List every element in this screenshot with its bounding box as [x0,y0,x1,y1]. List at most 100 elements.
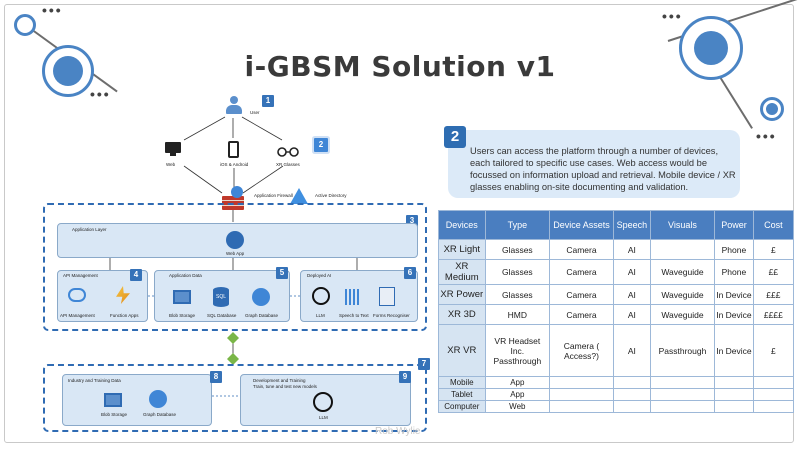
table-cell: AI [612,284,651,305]
client-web-label: Web [166,162,176,167]
table-cell: In Device [714,324,754,377]
api-cloud-icon [68,288,86,302]
table-cell [649,388,716,401]
active-directory-icon [290,188,308,204]
badge-4: 4 [130,269,142,281]
device-name-cell: Computer [438,400,486,413]
callout-number: 2 [444,126,466,148]
table-cell [549,388,614,401]
api-management-item-1: API Management [60,313,95,318]
table-cell: Waveguide [649,304,716,325]
web-app-label: Web App [226,251,245,256]
table-header: Power [714,210,754,240]
application-data-box: Application Data Blob Storage SQL SQL Da… [154,270,290,322]
industry-data-box: Industry and Training Data Blob Storage … [62,374,212,426]
table-cell: Waveguide [649,284,716,305]
decor-ring [760,97,784,121]
decor-disc [766,103,778,115]
lower-region [43,364,427,432]
table-cell [612,400,651,413]
llm-icon [312,287,330,305]
author-watermark: Rob Wylie [375,426,421,437]
gateway-diamond [227,332,239,344]
decor-dots: ••• [42,2,63,18]
page-title: i-GBSM Solution v1 [244,50,556,83]
deployed-ai-item-1: LLM [316,313,325,318]
decor-disc [694,31,728,65]
active-directory-label: Active Directory [315,193,347,198]
table-cell: AI [612,239,651,260]
dev-training-box: Development and Training Train, tune and… [240,374,411,426]
table-cell: AI [612,259,651,285]
table-cell: Waveguide [649,259,716,285]
api-management-item-2: Function Apps [110,313,139,318]
decor-dots: ••• [90,86,111,102]
table-cell: ££ [752,259,795,285]
table-cell: Glasses [484,239,551,260]
device-name-cell: XR 3D [438,304,486,325]
table-cell: Web [484,400,551,413]
glasses-icon [276,144,300,157]
badge-7: 7 [418,358,430,370]
client-glasses-label: XR Glasses [276,162,300,167]
graph-database-icon [149,390,167,408]
dev-training-title: Development and Training [253,378,306,383]
decor-dots: ••• [756,128,777,144]
application-data-title: Application Data [169,273,202,278]
table-cell [612,376,651,389]
application-layer-title: Application Layer [72,227,107,232]
table-cell: £ [752,324,795,377]
table-cell [714,376,754,389]
deployed-ai-item-3: Forms Recogniser [373,313,410,318]
device-name-cell: XR Light [438,239,486,260]
table-cell [612,388,651,401]
application-data-item-1: Blob Storage [169,313,196,318]
table-cell [752,376,795,389]
user-icon [226,96,242,116]
dev-training-subtitle: Train, tune and test new models [253,384,317,389]
table-cell: ££££ [752,304,795,325]
table-header: Device Assets [549,210,614,240]
table-cell: App [484,388,551,401]
dev-training-item-1: LLM [319,415,328,420]
decor-dots: ••• [662,8,683,24]
callout-box [448,130,740,198]
deployed-ai-box: Deployed AI LLM Speech to Text Forms Rec… [300,270,418,322]
sql-database-icon: SQL [213,287,229,307]
device-name-cell: XR Power [438,284,486,305]
table-cell: Passthrough [649,324,716,377]
user-label: User [250,110,260,115]
table-cell: VR Headset Inc. Passthrough [484,324,551,377]
table-cell: £ [752,239,795,260]
table-cell [714,388,754,401]
table-cell [752,388,795,401]
badge-2: 2 [314,138,328,152]
table-cell: Phone [714,239,754,260]
api-management-title: API Management [63,273,98,278]
table-cell: AI [612,304,651,325]
table-header: Cost [752,210,795,240]
decor-ring [14,14,36,36]
table-cell: In Device [714,284,754,305]
device-name-cell: XR Medium [438,259,486,285]
table-cell: Glasses [484,284,551,305]
forms-recogniser-icon [379,287,395,306]
table-cell [752,400,795,413]
badge-6: 6 [404,267,416,279]
table-cell [549,376,614,389]
device-name-cell: Tablet [438,388,486,401]
table-cell: Camera [549,304,614,325]
blob-storage-icon [104,393,122,407]
table-header: Type [484,210,551,240]
industry-data-item-2: Graph Database [143,412,177,417]
device-name-cell: XR VR [438,324,486,377]
badge-9: 9 [399,371,411,383]
table-header: Visuals [649,210,716,240]
table-cell: Phone [714,259,754,285]
table-cell: £££ [752,284,795,305]
